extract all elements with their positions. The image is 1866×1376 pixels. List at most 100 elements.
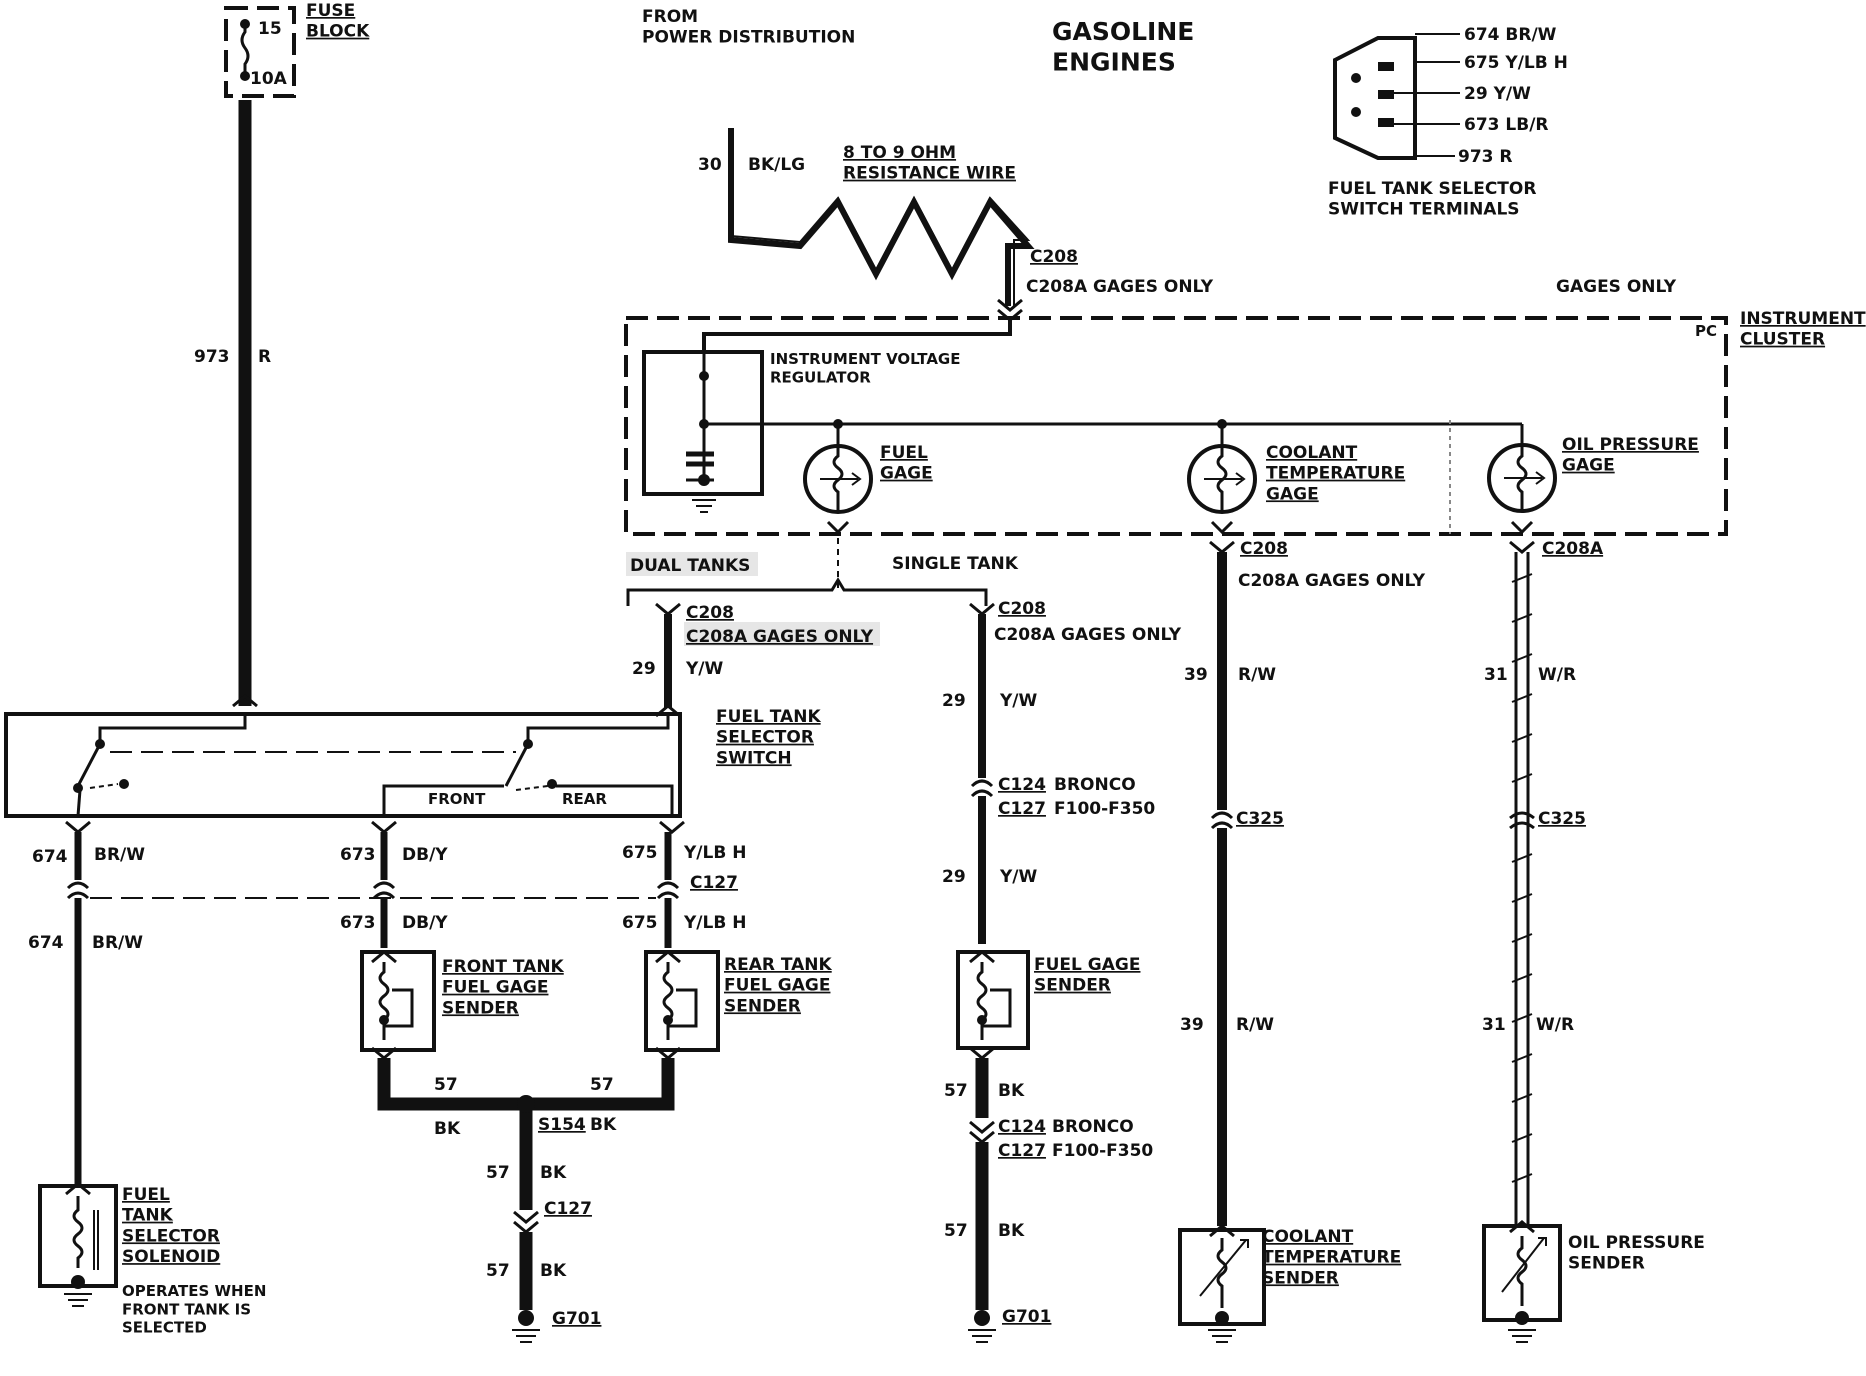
coolant-c325: C325 xyxy=(1236,809,1284,829)
single-ground-g701: G701 xyxy=(1002,1307,1051,1327)
gnd-color-b: BK xyxy=(540,1261,567,1281)
single-tank-label: SINGLE TANK xyxy=(892,554,1019,574)
single-gnd-color-a: BK xyxy=(998,1081,1025,1101)
w673-color-b: DB/Y xyxy=(402,913,448,933)
rear-gnd-color: BK xyxy=(590,1115,617,1135)
rear-gnd-circuit: 57 xyxy=(590,1075,614,1095)
rear-position: REAR xyxy=(562,790,607,808)
dual-tanks-label: DUAL TANKS xyxy=(630,556,750,576)
single-c208: C208 xyxy=(998,599,1046,619)
terminal-675: 675 Y/LB H xyxy=(1464,53,1568,73)
single-bronco: BRONCO xyxy=(1054,775,1136,795)
w673-color-a: DB/Y xyxy=(402,845,448,865)
single-circuit-b: 29 xyxy=(942,867,966,887)
single-gnd-circuit-a: 57 xyxy=(944,1081,968,1101)
single-gnd-circuit-b: 57 xyxy=(944,1221,968,1241)
oil-c208a: C208A xyxy=(1542,539,1604,559)
dual-ground-network: 57 57 BK S154 BK 57 BK C127 57 BK G701 xyxy=(377,1058,675,1343)
coolant-circuit-a: 39 xyxy=(1184,665,1208,685)
w675-color-b: Y/LB H xyxy=(683,913,746,933)
oil-color-b: W/R xyxy=(1536,1015,1574,1035)
single-c127: C127 xyxy=(998,799,1046,819)
dual-c208: C208 xyxy=(686,603,734,623)
w674-circuit-b: 674 xyxy=(28,933,64,953)
single-color-b: Y/W xyxy=(999,867,1038,887)
dual-29-wire: C208 C208A GAGES ONLY 29 Y/W xyxy=(632,602,880,718)
front-gnd-circuit: 57 xyxy=(434,1075,458,1095)
dual-c127-label: C127 xyxy=(690,873,738,893)
splice-s154: S154 xyxy=(538,1115,586,1135)
w674-color-b: BR/W xyxy=(92,933,143,953)
oil-color-a: W/R xyxy=(1538,665,1576,685)
pc-label: PC xyxy=(1695,322,1717,340)
gages-only-label: GAGES ONLY xyxy=(1556,277,1677,297)
dual-ground-g701: G701 xyxy=(552,1309,601,1329)
single-c124: C124 xyxy=(998,775,1046,795)
dual-color-yw: Y/W xyxy=(685,659,724,679)
coolant-c208a: C208A GAGES ONLY xyxy=(1238,571,1426,591)
c208a-top: C208A GAGES ONLY xyxy=(1026,277,1214,297)
gnd-circuit-a: 57 xyxy=(486,1163,510,1183)
fuse-amps: 10A xyxy=(250,69,288,89)
w674-circuit-a: 674 xyxy=(32,847,68,867)
terminal-973: 973 R xyxy=(1458,147,1513,167)
dual-c127-gnd: C127 xyxy=(544,1199,592,1219)
oil-circuit-a: 31 xyxy=(1484,665,1508,685)
selector-switch-terminals: 674 BR/W 675 Y/LB H 29 Y/W 673 LB/R 973 … xyxy=(1328,25,1568,220)
dual-circuit-29: 29 xyxy=(632,659,656,679)
single-c208a: C208A GAGES ONLY xyxy=(994,625,1182,645)
terminal-674: 674 BR/W xyxy=(1464,25,1557,45)
dual-c208a: C208A GAGES ONLY xyxy=(686,627,874,647)
wire-674: 674 BR/W 674 BR/W xyxy=(28,820,656,1186)
single-tank-circuit: C208 C208A GAGES ONLY 29 Y/W C124 BRONCO… xyxy=(942,599,1182,1343)
oil-c325: C325 xyxy=(1538,809,1586,829)
w675-circuit-a: 675 xyxy=(622,843,658,863)
gnd-circuit-b: 57 xyxy=(486,1261,510,1281)
w675-color-a: Y/LB H xyxy=(683,843,746,863)
coolant-circuit-b: 39 xyxy=(1180,1015,1204,1035)
power-color: BK/LG xyxy=(748,155,805,175)
coolant-c208: C208 xyxy=(1240,539,1288,559)
oil-circuit-b: 31 xyxy=(1482,1015,1506,1035)
w673-circuit-a: 673 xyxy=(340,845,376,865)
single-gnd-color-b: BK xyxy=(998,1221,1025,1241)
wire-673: 673 DB/Y 673 DB/Y xyxy=(340,820,448,948)
coolant-color-a: R/W xyxy=(1238,665,1276,685)
front-gnd-color: BK xyxy=(434,1119,461,1139)
single-f100: F100-F350 xyxy=(1054,799,1155,819)
tank-option-branch: DUAL TANKS SINGLE TANK xyxy=(626,538,1019,606)
single-circuit-a: 29 xyxy=(942,691,966,711)
front-position: FRONT xyxy=(428,790,486,808)
coolant-circuit: C208 C208A GAGES ONLY 39 R/W C325 39 R/W… xyxy=(1178,539,1426,1343)
single-c124-gnd: C124 xyxy=(998,1117,1046,1137)
gnd-color-a: BK xyxy=(540,1163,567,1183)
single-bronco-gnd: BRONCO xyxy=(1052,1117,1134,1137)
fuse-number: 15 xyxy=(258,19,282,39)
terminal-673: 673 LB/R xyxy=(1464,115,1549,135)
